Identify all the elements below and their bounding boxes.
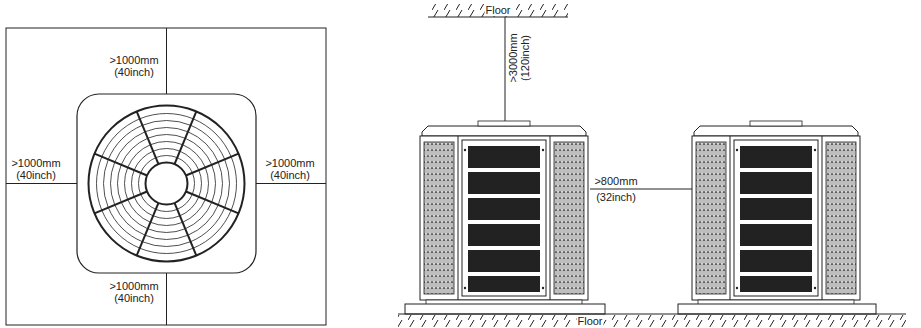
dimension-imperial: (40inch): [15, 169, 57, 181]
dimension-imperial: (120inch): [519, 34, 531, 82]
dimension-value: >1000mm: [108, 54, 159, 66]
dimension-value: >1000mm: [264, 157, 315, 169]
dimension-imperial: (40inch): [113, 66, 155, 78]
dimension-value: >800mm: [593, 175, 638, 187]
floor-label: Floor: [576, 315, 603, 327]
dimension-imperial: (40inch): [113, 292, 155, 304]
dimension-value: >1000mm: [10, 157, 61, 169]
dimension-imperial: (32inch): [595, 191, 637, 203]
dimension-value: >1000mm: [108, 280, 159, 292]
dimension-value: >3000mm: [507, 32, 519, 83]
floor-label: Floor: [484, 4, 511, 16]
dimension-imperial: (40inch): [269, 169, 311, 181]
